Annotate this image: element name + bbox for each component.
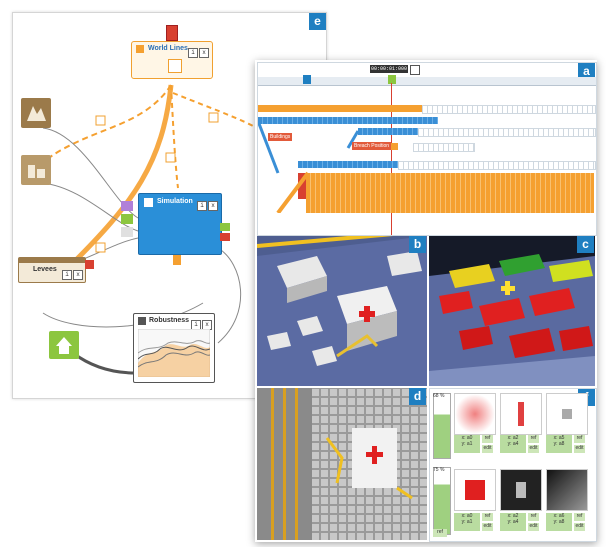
terrain-icon xyxy=(27,106,46,121)
panel-tag-b: b xyxy=(409,236,426,253)
track-empty-3[interactable] xyxy=(413,143,475,152)
input-plug[interactable] xyxy=(166,25,178,41)
ref-button-bottom[interactable]: ref xyxy=(433,529,447,537)
track-blue-2[interactable] xyxy=(358,128,418,135)
grid-view-d[interactable]: d xyxy=(257,388,427,540)
node-close-button[interactable]: x xyxy=(73,269,83,280)
simulation-title: Simulation xyxy=(157,198,193,205)
track-orange-block[interactable] xyxy=(306,173,594,213)
render-view-b[interactable]: b xyxy=(257,236,427,386)
city-render-c xyxy=(429,236,595,386)
coverage-percent-top: 68 % xyxy=(433,393,445,399)
world-lines-icon xyxy=(136,45,144,53)
robustness-plot xyxy=(138,329,210,377)
city-render-b xyxy=(257,236,427,386)
home-icon xyxy=(56,337,72,354)
time-readout: 00:00:01:000 xyxy=(370,65,408,73)
panel-tag-c: c xyxy=(577,236,594,253)
ref-button[interactable]: ref xyxy=(574,513,585,521)
time-axis[interactable] xyxy=(258,77,596,86)
ref-button[interactable]: ref xyxy=(482,513,493,521)
source-node-2[interactable] xyxy=(21,155,51,185)
edit-button[interactable]: edit xyxy=(528,523,539,531)
coverage-bar-top xyxy=(433,393,451,459)
distribution-thumb-2[interactable] xyxy=(500,393,542,435)
distribution-thumb-4[interactable] xyxy=(454,469,496,511)
simulation-icon xyxy=(144,198,153,207)
track-blue-1[interactable] xyxy=(258,117,438,124)
edit-button[interactable]: edit xyxy=(574,445,585,453)
coverage-percent-bottom: 75 % xyxy=(433,467,445,473)
track-empty-4[interactable] xyxy=(398,161,596,170)
statistics-panel: f 68 % x: a0y: a1 x: a2y: a4 x: a5y: a8 … xyxy=(429,388,597,542)
source-node-1[interactable] xyxy=(21,98,51,128)
world-lines-port[interactable] xyxy=(168,59,182,73)
world-lines-title: World Lines xyxy=(148,45,188,52)
node-info-button[interactable]: i xyxy=(188,47,198,58)
robustness-title: Robustness xyxy=(149,317,190,324)
breach-position-label: Breach Position xyxy=(352,142,392,150)
node-close-button[interactable]: x xyxy=(199,47,209,58)
levees-output-port[interactable] xyxy=(85,260,94,269)
track-empty-1[interactable] xyxy=(422,105,596,114)
simulation-inputs[interactable] xyxy=(121,201,137,241)
panel-tag-a: a xyxy=(578,63,595,80)
track-marker[interactable] xyxy=(298,173,306,199)
simulation-outputs[interactable] xyxy=(220,223,234,249)
buildings-label: Buildings xyxy=(268,133,293,141)
edit-button[interactable]: edit xyxy=(574,523,585,531)
simulation-time-port[interactable] xyxy=(173,255,181,265)
range-start-handle[interactable] xyxy=(303,75,311,84)
robustness-icon xyxy=(138,317,146,325)
grid-render-d xyxy=(257,388,427,540)
coverage-bar-bottom xyxy=(433,467,451,535)
playhead-handle[interactable] xyxy=(388,75,396,84)
distribution-thumb-1[interactable] xyxy=(454,393,496,435)
ref-button[interactable]: ref xyxy=(482,435,493,443)
ref-button[interactable]: ref xyxy=(574,435,585,443)
ref-button[interactable]: ref xyxy=(528,435,539,443)
panel-tag-e: e xyxy=(309,13,326,30)
edit-button[interactable]: edit xyxy=(528,445,539,453)
distribution-thumb-5[interactable] xyxy=(500,469,542,511)
time-edit-button[interactable] xyxy=(410,65,420,75)
visualization-panels: a 00:00:01:000 Buildings Breach Position… xyxy=(255,60,597,542)
levees-title: Levees xyxy=(33,266,57,273)
track-empty-2[interactable] xyxy=(418,128,596,137)
render-view-c[interactable]: c xyxy=(429,236,595,386)
timeline-panel: a 00:00:01:000 Buildings Breach Position xyxy=(257,62,597,236)
track-orange-1[interactable] xyxy=(258,105,422,112)
branch-connectors xyxy=(258,120,360,213)
home-node[interactable] xyxy=(49,331,79,359)
track-blue-3[interactable] xyxy=(298,161,398,168)
distribution-thumb-3[interactable] xyxy=(546,393,588,435)
edit-button[interactable]: edit xyxy=(482,523,493,531)
edit-button[interactable]: edit xyxy=(482,445,493,453)
node-close-button[interactable]: x xyxy=(208,200,218,211)
distribution-thumb-6[interactable] xyxy=(546,469,588,511)
buildings-icon xyxy=(28,165,45,178)
ref-button[interactable]: ref xyxy=(528,513,539,521)
node-info-button[interactable]: i xyxy=(62,269,72,280)
playhead-line xyxy=(391,83,392,235)
node-info-button[interactable]: i xyxy=(197,200,207,211)
panel-tag-d: d xyxy=(409,388,426,405)
